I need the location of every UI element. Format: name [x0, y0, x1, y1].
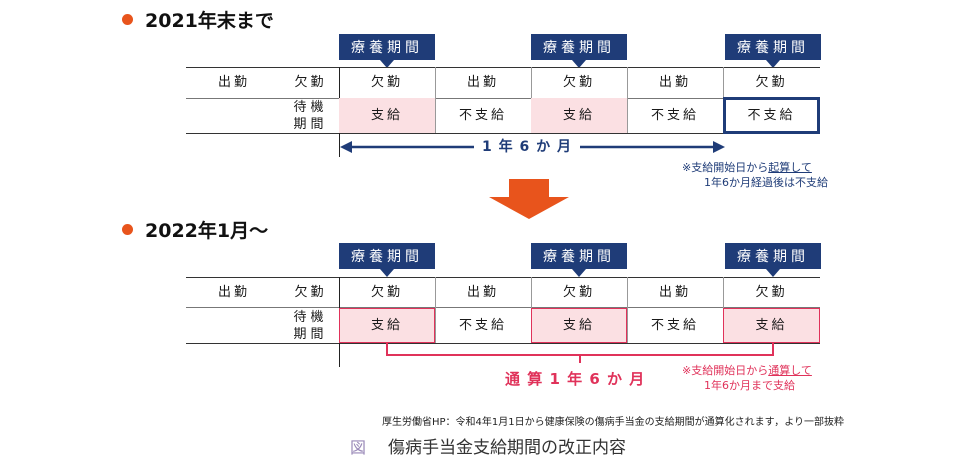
table-border-bottom	[186, 133, 820, 134]
column-divider	[627, 67, 628, 133]
table-cell-status: 欠勤	[294, 74, 327, 90]
table-cell-status: 欠勤	[370, 284, 403, 300]
column-divider	[435, 277, 436, 343]
table-border-top	[186, 67, 820, 68]
table-cell-status: 出勤	[217, 284, 250, 300]
caption-label: 図	[350, 437, 367, 457]
orange-bullet-icon	[122, 224, 133, 235]
span-bracket-red	[386, 343, 774, 363]
note-line2: 1年6か月経過後は不支給	[704, 176, 828, 189]
period-label: 療養期間	[725, 34, 821, 68]
table-row-divider	[186, 98, 820, 99]
table-cell-benefit: 不支給	[458, 108, 507, 123]
table-cell-status: 欠勤	[755, 74, 788, 90]
column-divider	[627, 277, 628, 343]
note-line1: ※支給開始日から起算して	[682, 160, 828, 175]
section1-note: ※支給開始日から起算して 1年6か月経過後は不支給	[682, 160, 828, 190]
section2-note: ※支給開始日から通算して 1年6か月まで支給	[682, 363, 812, 393]
table-cell-benefit: 不支給	[723, 97, 820, 134]
table-cell-benefit: 支給	[339, 98, 435, 133]
table-cell-status: 出勤	[466, 74, 499, 90]
table-cell-status: 欠勤	[755, 284, 788, 300]
orange-bullet-icon	[122, 14, 133, 25]
table-cell-benefit: 支給	[723, 308, 820, 343]
table-cell-status: 欠勤	[562, 74, 595, 90]
column-divider	[435, 67, 436, 133]
table-cell-benefit	[186, 98, 282, 133]
table-cell-benefit	[186, 308, 282, 343]
table-cell-status: 欠勤	[562, 284, 595, 300]
section2-heading-text: 2022年1月～	[145, 220, 269, 242]
period-label: 療養期間	[531, 34, 627, 68]
table-cell-status: 欠勤	[370, 74, 403, 90]
note-emphasis: 通算して	[768, 364, 812, 377]
table-cell-benefit: 不支給	[458, 318, 507, 333]
cumulative-span-label: 通 算 1 年 6 か 月	[505, 370, 646, 388]
span-label: 1 年 6 か 月	[474, 136, 580, 156]
table-cell-status: 出勤	[658, 74, 691, 90]
table-cell-benefit: 支給	[531, 98, 627, 133]
section2-heading: 2022年1月～	[122, 216, 268, 243]
period-label: 療養期間	[725, 243, 821, 277]
figure-caption: 図 傷病手当金支給期間の改正内容	[350, 433, 627, 459]
period-label: 療養期間	[531, 243, 627, 277]
table-cell-benefit: 支給	[531, 308, 627, 343]
table-cell-benefit: 不支給	[650, 108, 699, 123]
waiting-period-cell: 待機 期間	[293, 99, 328, 132]
caption-title: 傷病手当金支給期間の改正内容	[388, 438, 627, 458]
waiting-period-cell: 待機 期間	[293, 309, 328, 342]
note-line2: 1年6か月まで支給	[704, 379, 795, 392]
table-border-top	[186, 277, 820, 278]
note-emphasis: 起算して	[768, 161, 812, 174]
table-cell-benefit: 支給	[339, 308, 435, 343]
table-cell-status: 出勤	[217, 74, 250, 90]
note-line1: ※支給開始日から通算して	[682, 363, 812, 378]
note-prefix: ※支給開始日から	[682, 161, 769, 174]
period-label: 療養期間	[339, 243, 435, 277]
table-border-bottom	[186, 343, 820, 344]
table-cell-status: 欠勤	[294, 284, 327, 300]
section1-heading: 2021年末まで	[122, 6, 274, 33]
table-cell-status: 出勤	[658, 284, 691, 300]
table-cell-benefit: 不支給	[650, 318, 699, 333]
table-row-divider	[186, 307, 820, 308]
table-cell-status: 出勤	[466, 284, 499, 300]
note-prefix: ※支給開始日から	[682, 364, 769, 377]
section1-heading-text: 2021年末まで	[145, 10, 274, 32]
period-label: 療養期間	[339, 34, 435, 68]
down-arrow-icon	[489, 179, 569, 219]
source-note: 厚生労働省HP：令和4年1月1日から健康保険の傷病手当金の支給期間が通算化されま…	[382, 417, 845, 428]
